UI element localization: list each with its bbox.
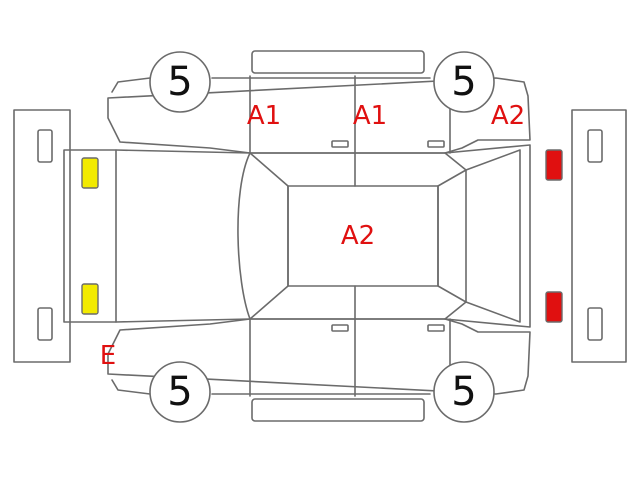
top-view-body	[63, 144, 531, 328]
front-lamp-top	[81, 157, 99, 189]
wheel-top-rear	[433, 51, 495, 113]
front-bumper	[13, 109, 71, 363]
front-lamp-bottom	[81, 283, 99, 315]
tire-number-top-rear: 5	[451, 59, 476, 105]
rear-lamp-bottom	[545, 291, 563, 323]
rear-lamp-top	[545, 149, 563, 181]
wheel-bottom-rear	[433, 361, 495, 423]
rear-bumper	[571, 109, 627, 363]
mark-top-front-door: A1	[247, 101, 281, 131]
wheel-top-front	[149, 51, 211, 113]
tire-number-top-front: 5	[167, 59, 192, 105]
mark-roof: A2	[341, 221, 375, 251]
wheel-bottom-front	[149, 361, 211, 423]
mark-top-rear-door: A1	[353, 101, 387, 131]
tire-number-bottom-rear: 5	[451, 369, 476, 415]
mark-top-rear-quarter: A2	[491, 101, 525, 131]
tire-number-bottom-front: 5	[167, 369, 192, 415]
mark-bottom-front-fender: E	[100, 341, 116, 371]
